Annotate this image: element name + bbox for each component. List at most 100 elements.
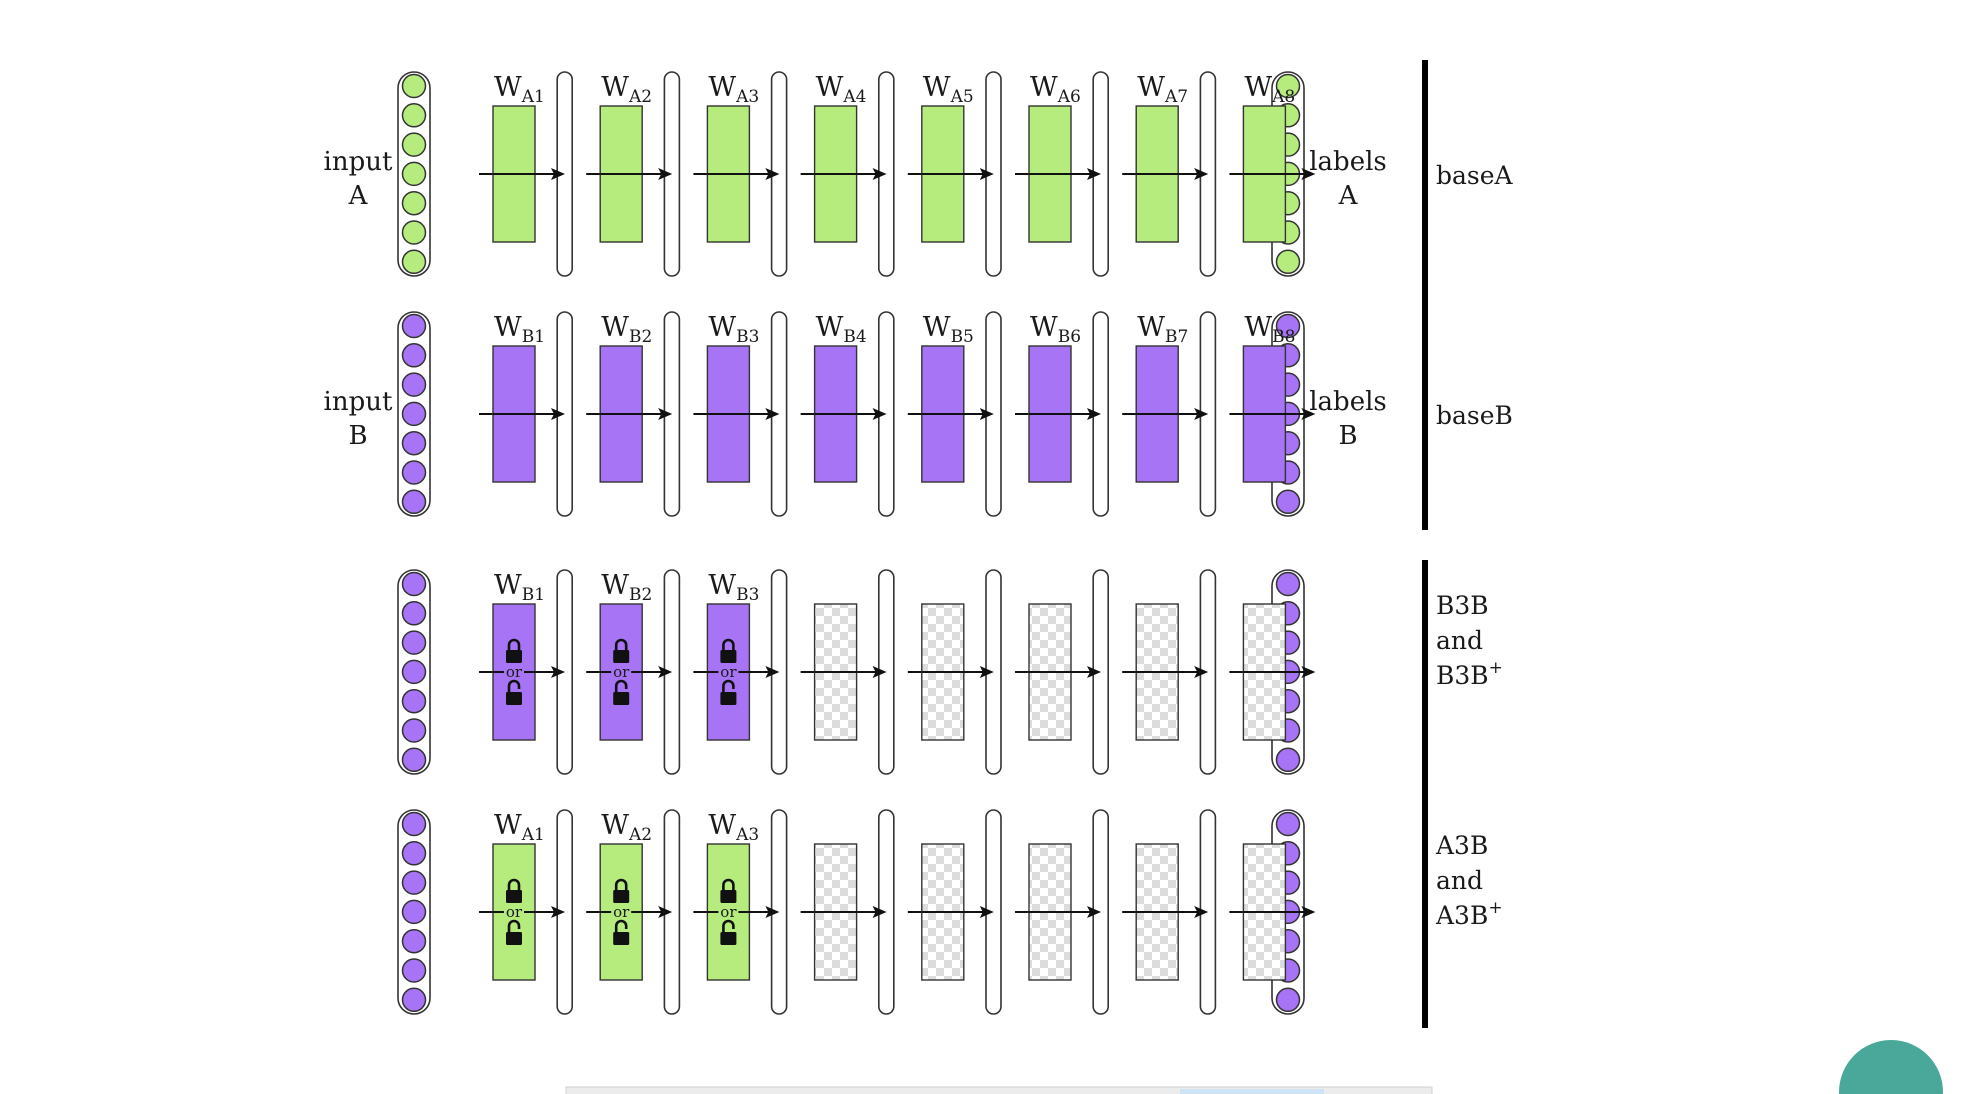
weight-label: WA1 [494, 72, 545, 107]
weight-block [1015, 843, 1101, 981]
weight-block: WB7 [1122, 312, 1209, 483]
arrow-head [658, 168, 673, 180]
arrow-head [979, 408, 994, 420]
weight-block [1122, 843, 1209, 981]
or-label: or [506, 663, 523, 681]
weight-block [1015, 603, 1101, 741]
neuron-node [1275, 313, 1301, 339]
neuron-node [401, 132, 427, 157]
arrow-head [658, 906, 673, 918]
weight-block: WB5 [907, 312, 994, 483]
input-label: input [324, 387, 393, 417]
arrow-head [765, 408, 780, 420]
output-label: labels [1309, 387, 1387, 417]
lock-body [613, 692, 630, 705]
weight-label: WB4 [816, 312, 867, 347]
or-label: or [506, 903, 523, 921]
neuron-node [401, 841, 427, 866]
lock-icon [506, 638, 522, 663]
neuron-node [401, 688, 427, 714]
neuron-node [401, 313, 427, 339]
weight-label: WA2 [601, 72, 652, 107]
arrow-head [1087, 168, 1101, 180]
input-layer [397, 809, 431, 1015]
weight-label: WB1 [494, 570, 545, 605]
or-backdrop [611, 664, 632, 680]
arrow-head [1194, 666, 1209, 678]
locked-shackle [722, 878, 735, 890]
neuron-node [1275, 489, 1301, 515]
output-label: B [1338, 421, 1357, 451]
group-label: B3B+ [1436, 658, 1503, 690]
bottom-toolbar-edge [565, 1086, 1433, 1094]
arrow-head [979, 666, 994, 678]
weight-label: WA1 [494, 810, 545, 845]
weight-block [1229, 843, 1316, 981]
arrow-head [765, 666, 780, 678]
unlocked-shackle [614, 919, 628, 932]
weight-label: WB8 [1244, 312, 1295, 347]
neuron-node [401, 630, 427, 655]
unlock-icon [720, 679, 737, 705]
or-backdrop [718, 904, 739, 920]
locked-shackle [722, 638, 735, 650]
lock-body [720, 650, 737, 663]
lock-icon [613, 638, 630, 663]
or-backdrop [504, 904, 524, 920]
neuron-node [401, 249, 427, 275]
weight-block: WB8 [1229, 312, 1316, 483]
arrow-head [551, 906, 565, 918]
input-label: A [348, 181, 369, 211]
lock-body [720, 692, 737, 705]
floating-action-button[interactable] [1839, 1040, 1943, 1094]
weight-label: WA3 [708, 810, 759, 845]
group-label: A3B+ [1435, 898, 1503, 930]
neuron-node [1275, 571, 1301, 597]
neuron-node [1275, 987, 1301, 1013]
weight-label: WA6 [1030, 72, 1081, 107]
neuron-node [401, 73, 427, 99]
neuron-node [401, 430, 427, 456]
weight-label: WB5 [923, 312, 974, 347]
arrow-head [872, 906, 887, 918]
lock-body [506, 932, 522, 945]
weight-block: WA1 [479, 72, 565, 243]
output-label: A [1338, 181, 1359, 211]
weight-block: WA3 [693, 72, 780, 243]
neuron-node [401, 958, 427, 983]
neuron-node [401, 811, 427, 837]
weight-label: WA2 [601, 810, 652, 845]
output-label: labels [1309, 147, 1387, 177]
slide-chrome [565, 1040, 1943, 1094]
unlocked-shackle [507, 679, 521, 692]
lock-body [720, 932, 737, 945]
neuron-node [401, 489, 427, 515]
arrow-head [1087, 666, 1101, 678]
weight-block [1122, 603, 1209, 741]
lock-icon [613, 878, 630, 903]
arrow-head [979, 906, 994, 918]
lock-body [506, 692, 522, 705]
weight-block: WA4 [800, 72, 887, 243]
lock-body [613, 890, 630, 903]
weight-block: WA8 [1229, 72, 1316, 243]
arrow-head [1194, 168, 1209, 180]
lock-icon [720, 878, 737, 903]
or-backdrop [611, 904, 632, 920]
arrow-head [1194, 408, 1209, 420]
weight-block: WA6 [1015, 72, 1101, 243]
lock-icon [720, 638, 737, 663]
neuron-node [401, 103, 427, 128]
input-layer [397, 71, 431, 277]
or-label: or [613, 663, 630, 681]
weight-label: WA7 [1137, 72, 1188, 107]
arrow-head [979, 168, 994, 180]
neuron-node [1275, 811, 1301, 837]
neuron-node [401, 899, 427, 925]
